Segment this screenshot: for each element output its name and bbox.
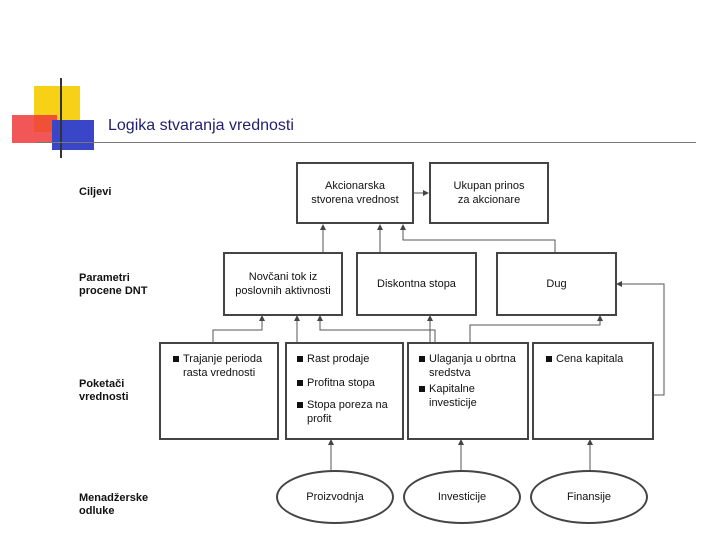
total-return-box: Ukupan prinos za akcionare — [429, 162, 549, 224]
discount-rate-box: Diskontna stopa — [356, 252, 477, 316]
driver-item: Rast prodaje — [297, 352, 394, 366]
financing-driver-box: Cena kapitala — [532, 342, 654, 440]
row-label-params: Parametri procene DNT — [79, 272, 148, 297]
row-label-drivers: Poketači vrednosti — [79, 378, 129, 403]
driver-item: Ulaganja u obrtna sredstva — [419, 352, 519, 380]
financing-ellipse: Finansije — [530, 470, 648, 524]
title-divider — [36, 142, 696, 143]
row-label-decisions: Menadžerske odluke — [79, 492, 149, 517]
driver-item: Cena kapitala — [546, 352, 642, 366]
discount-rate-label: Diskontna stopa — [377, 278, 456, 290]
production-label: Proizvodnja — [306, 491, 364, 503]
total-return-label: Ukupan prinos za akcionare — [453, 180, 525, 206]
cash-flow-label: Novčani tok iz poslovnih aktivnosti — [235, 271, 331, 297]
logo-red-square — [12, 115, 57, 143]
operating-driver-box: Rast prodaje Profitna stopa Stopa poreza… — [285, 342, 404, 440]
cash-flow-box: Novčani tok iz poslovnih aktivnosti — [223, 252, 343, 316]
investments-label: Investicije — [437, 491, 487, 503]
row-label-goals: Ciljevi — [79, 186, 112, 198]
investment-driver-box: Ulaganja u obrtna sredstva Kapitalne inv… — [407, 342, 529, 440]
debt-box: Dug — [496, 252, 617, 316]
slide-title: Logika stvaranja vrednosti — [108, 117, 294, 134]
driver-item: Trajanje perioda rasta vrednosti — [173, 352, 267, 380]
driver-item: Stopa poreza na profit — [297, 398, 394, 426]
investments-ellipse: Investicije — [403, 470, 521, 524]
debt-label: Dug — [546, 278, 567, 290]
logo-vertical-line — [60, 78, 62, 158]
driver-item: Kapitalne investicije — [419, 382, 519, 410]
production-ellipse: Proizvodnja — [276, 470, 394, 524]
financing-label: Finansije — [566, 491, 612, 503]
shareholder-value-label: Akcionarska stvorena vrednost — [311, 180, 399, 206]
shareholder-value-box: Akcionarska stvorena vrednost — [296, 162, 414, 224]
logo-blue-square — [52, 120, 94, 150]
growth-driver-box: Trajanje perioda rasta vrednosti — [159, 342, 279, 440]
driver-item: Profitna stopa — [297, 376, 394, 390]
